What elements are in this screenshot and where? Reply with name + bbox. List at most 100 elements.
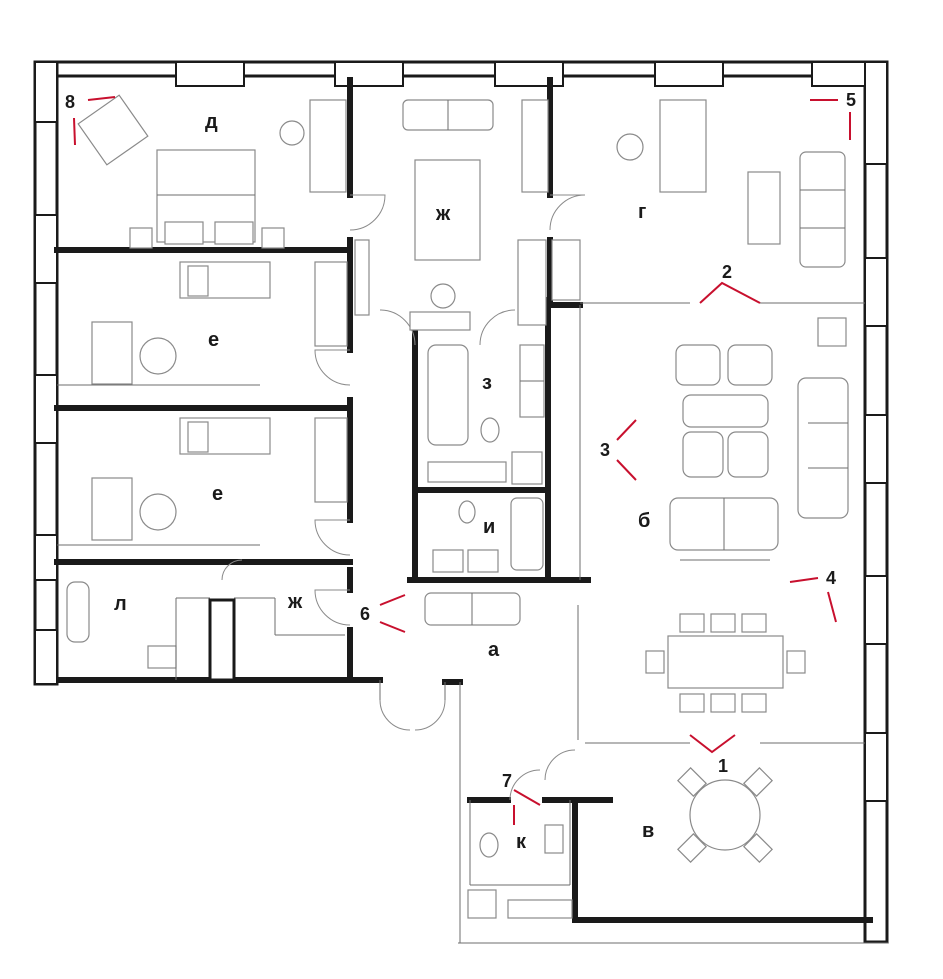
furniture bbox=[57, 94, 849, 863]
entrance-door-2 bbox=[414, 699, 446, 731]
shelf bbox=[551, 239, 581, 301]
dining-chair bbox=[677, 833, 707, 863]
window bbox=[34, 374, 58, 444]
viewpoint-number-7: 7 bbox=[502, 771, 512, 791]
window bbox=[864, 575, 888, 645]
desk bbox=[659, 99, 707, 193]
room-label-zh-bottom: ж bbox=[287, 591, 303, 613]
room-label-zh-top: ж bbox=[435, 203, 451, 225]
shelf-part bbox=[187, 421, 209, 453]
viewpoint-number-8: 8 bbox=[65, 92, 75, 112]
storage-box bbox=[467, 889, 497, 919]
room-label-e1: е bbox=[208, 329, 219, 351]
viewpoint-number-4: 4 bbox=[826, 568, 836, 588]
bathtub bbox=[427, 344, 469, 446]
armchair bbox=[727, 344, 773, 386]
bathtub bbox=[66, 581, 90, 643]
viewpoint-marker-2 bbox=[699, 281, 761, 304]
dining-table bbox=[667, 635, 784, 689]
room-label-d: д bbox=[205, 111, 218, 133]
window bbox=[864, 61, 888, 165]
dining-chair bbox=[677, 767, 707, 797]
toilet bbox=[480, 417, 500, 443]
dining-chair bbox=[645, 650, 665, 674]
round-table bbox=[689, 779, 761, 851]
dining-chair bbox=[743, 833, 773, 863]
armchair bbox=[675, 344, 721, 386]
room-label-g: г bbox=[638, 201, 646, 223]
dining-chair bbox=[679, 693, 705, 713]
ottoman bbox=[727, 431, 769, 478]
left-wall bbox=[33, 60, 59, 686]
window bbox=[864, 414, 888, 484]
wardrobe bbox=[314, 261, 348, 347]
room-label-a: а bbox=[488, 639, 500, 661]
window bbox=[175, 61, 245, 87]
viewpoint-number-1: 1 bbox=[718, 756, 728, 776]
window bbox=[34, 61, 58, 123]
doors bbox=[221, 194, 586, 801]
desk bbox=[91, 477, 133, 541]
ottoman bbox=[682, 394, 769, 428]
closet-l bbox=[208, 598, 236, 682]
door-z bbox=[379, 309, 416, 346]
viewpoint-marker-8 bbox=[73, 96, 116, 146]
door-v bbox=[544, 749, 576, 781]
room-label-i: и bbox=[483, 516, 495, 538]
storage-box bbox=[507, 899, 573, 919]
shelf-part bbox=[187, 265, 209, 297]
desk bbox=[91, 321, 133, 385]
bathtub bbox=[510, 497, 544, 571]
door-e2 bbox=[314, 519, 351, 556]
viewpoint-marker-6 bbox=[379, 594, 406, 633]
room-labels: а б в г д е е ж ж з и к л bbox=[114, 111, 654, 853]
viewpoint-number-6: 6 bbox=[360, 604, 370, 624]
armchair bbox=[77, 94, 149, 166]
ottoman bbox=[682, 431, 724, 478]
viewpoint-marker-7 bbox=[513, 789, 541, 825]
dining-chair bbox=[679, 613, 705, 633]
room-label-k: к bbox=[516, 831, 527, 853]
pillow bbox=[164, 221, 204, 245]
dining-chair bbox=[741, 613, 767, 633]
viewpoint-marker-3 bbox=[616, 419, 637, 481]
right-wall bbox=[863, 60, 889, 944]
windows bbox=[34, 61, 888, 802]
dining-chair bbox=[786, 650, 806, 674]
sink bbox=[432, 549, 464, 573]
chair bbox=[279, 120, 305, 146]
toilet bbox=[479, 832, 499, 858]
window bbox=[34, 534, 58, 581]
room-label-e2: е bbox=[212, 483, 223, 505]
window bbox=[34, 214, 58, 284]
shelf bbox=[521, 99, 549, 193]
console bbox=[409, 311, 471, 331]
window bbox=[34, 629, 58, 685]
viewpoint-number-2: 2 bbox=[722, 262, 732, 282]
door-k bbox=[509, 769, 541, 801]
room-label-b: б bbox=[638, 510, 650, 532]
room-label-l: л bbox=[114, 593, 127, 615]
room-label-v: в bbox=[642, 820, 654, 842]
viewpoint-marker-1 bbox=[689, 734, 736, 754]
room-label-z: з bbox=[482, 372, 492, 394]
nightstand bbox=[261, 227, 285, 249]
sofa bbox=[797, 377, 849, 519]
shower bbox=[511, 451, 543, 485]
dining-chair bbox=[741, 693, 767, 713]
coffee-table bbox=[747, 171, 781, 245]
door-e1 bbox=[314, 349, 351, 386]
door-z-2 bbox=[479, 309, 516, 346]
viewpoint-numbers: 1 2 3 4 5 6 7 8 bbox=[65, 90, 856, 791]
viewpoint-marker-5 bbox=[810, 99, 851, 140]
pillow bbox=[214, 221, 254, 245]
viewpoint-marker-4 bbox=[789, 577, 837, 623]
viewpoint-markers bbox=[73, 96, 851, 825]
sink bbox=[147, 645, 177, 669]
shelf bbox=[354, 239, 370, 316]
door-g bbox=[549, 194, 586, 231]
chair bbox=[139, 493, 177, 531]
door-closet bbox=[221, 559, 243, 581]
door-l bbox=[314, 589, 351, 626]
